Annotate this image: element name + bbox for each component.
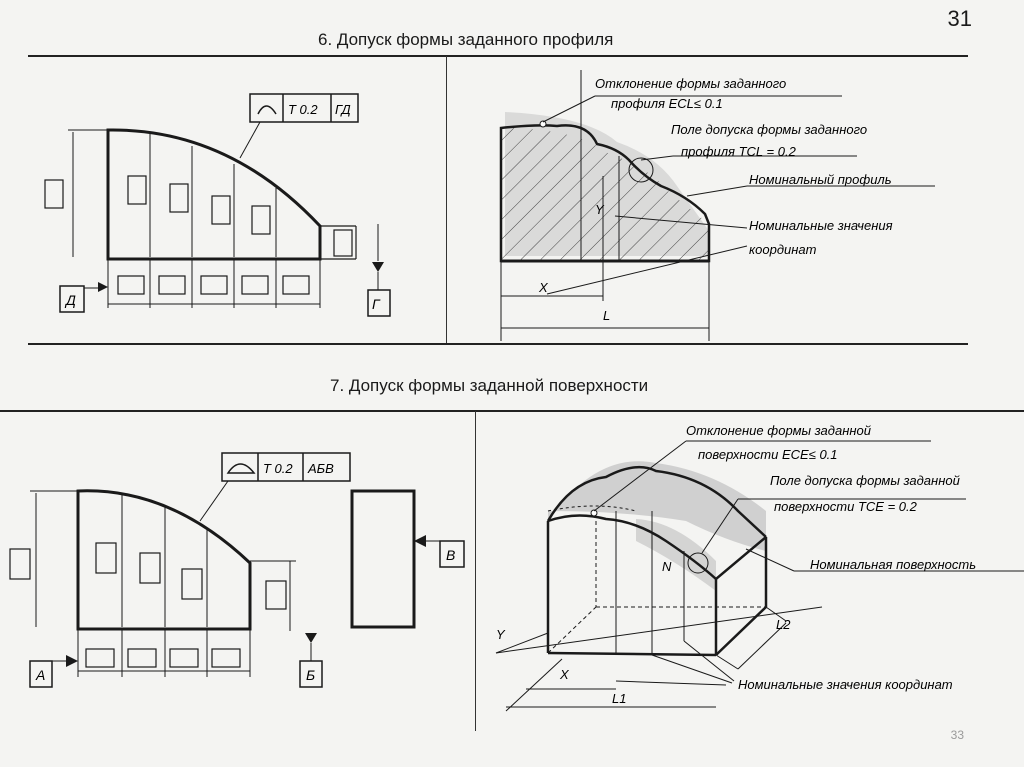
- section7-deviation-line1: Отклонение формы заданной: [686, 423, 871, 438]
- section7-datum-b: Б: [306, 667, 315, 683]
- section7-drawing: T 0.2 АБВ А Б В: [9, 452, 465, 688]
- section7-x-label: X: [559, 667, 570, 682]
- section6-datum-d: Д: [64, 292, 76, 308]
- section7-y-label: Y: [496, 627, 506, 642]
- section6-tolerance-line2: профиля TCL = 0.2: [681, 144, 797, 159]
- section6-deviation-line2: профиля ECL≤ 0.1: [611, 96, 723, 111]
- section6-nominal-label: Номинальный профиль: [749, 172, 892, 187]
- section7-top-rule: [0, 410, 1024, 412]
- section7-datum-v: В: [446, 547, 455, 563]
- section7-tolerance-line1: Поле допуска формы заданной: [770, 473, 960, 488]
- section7-diagram: Отклонение формы заданной поверхности EC…: [495, 423, 1024, 712]
- page-number-bottom: 33: [950, 728, 964, 742]
- section7-l2-label: L2: [776, 617, 791, 632]
- page-number-top: 31: [947, 6, 972, 31]
- section7-datum-a: А: [35, 667, 45, 683]
- section7-l1-label: L1: [612, 691, 626, 706]
- section6-y-label: Y: [595, 202, 605, 217]
- section7-n-label: N: [662, 559, 672, 574]
- section6-frame-datum: ГД: [335, 102, 351, 117]
- section6-x-label: X: [538, 280, 549, 295]
- section6-tolerance-line1: Поле допуска формы заданного: [671, 122, 867, 137]
- section6-title: 6. Допуск формы заданного профиля: [318, 30, 614, 49]
- section7-coords-label: Номинальные значения координат: [738, 677, 953, 692]
- section6-datum-g: Г: [372, 296, 381, 312]
- section7-nominal-label: Номинальная поверхность: [810, 557, 976, 572]
- section6-bottom-rule: [28, 343, 968, 345]
- section7-deviation-line2: поверхности ECE≤ 0.1: [698, 447, 838, 462]
- section6-coords-line1: Номинальные значения: [749, 218, 893, 233]
- section7-frame-value: T 0.2: [263, 461, 293, 476]
- section6-top-rule: [28, 55, 968, 57]
- section6-frame-value: T 0.2: [288, 102, 318, 117]
- section7-title: 7. Допуск формы заданной поверхности: [330, 376, 649, 395]
- section7-divider: [475, 411, 476, 731]
- section6-diagram: Отклонение формы заданного профиля ECL≤ …: [499, 70, 935, 341]
- section6-divider: [446, 56, 447, 343]
- section6-l-label: L: [603, 308, 610, 323]
- profile-outline: [106, 128, 322, 261]
- section7-frame-datum: АБВ: [307, 461, 334, 476]
- section6-coords-line2: координат: [749, 242, 817, 257]
- section6-deviation-line1: Отклонение формы заданного: [595, 76, 786, 91]
- section6-drawing: T 0.2 ГД Д Г: [44, 93, 391, 317]
- section7-tolerance-line2: поверхности TCE = 0.2: [774, 499, 918, 514]
